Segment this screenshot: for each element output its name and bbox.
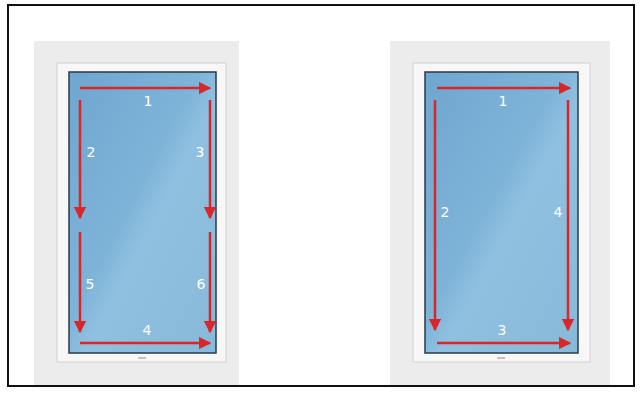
arrows bbox=[80, 88, 210, 343]
callout-number: 4 bbox=[554, 204, 563, 220]
arrows bbox=[435, 88, 570, 343]
window-frame bbox=[57, 63, 226, 362]
wall-frame bbox=[390, 41, 610, 385]
callout-number: 4 bbox=[143, 322, 152, 338]
callout-number: 2 bbox=[441, 204, 450, 220]
callout-number: 5 bbox=[86, 276, 95, 292]
handle bbox=[497, 357, 505, 359]
callout-number: 3 bbox=[196, 144, 205, 160]
handle bbox=[138, 357, 146, 359]
glass-pane bbox=[69, 72, 216, 353]
callout-number: 2 bbox=[87, 144, 96, 160]
window-frame bbox=[413, 63, 590, 362]
callout-number: 6 bbox=[197, 276, 206, 292]
glass-pane bbox=[425, 72, 578, 353]
callout-number: 3 bbox=[498, 322, 507, 338]
outer-border bbox=[8, 5, 634, 386]
callout-number: 1 bbox=[144, 93, 153, 109]
callout-number: 1 bbox=[499, 93, 508, 109]
wall-frame bbox=[34, 41, 239, 385]
left-window bbox=[34, 41, 239, 385]
right-window bbox=[390, 41, 610, 385]
